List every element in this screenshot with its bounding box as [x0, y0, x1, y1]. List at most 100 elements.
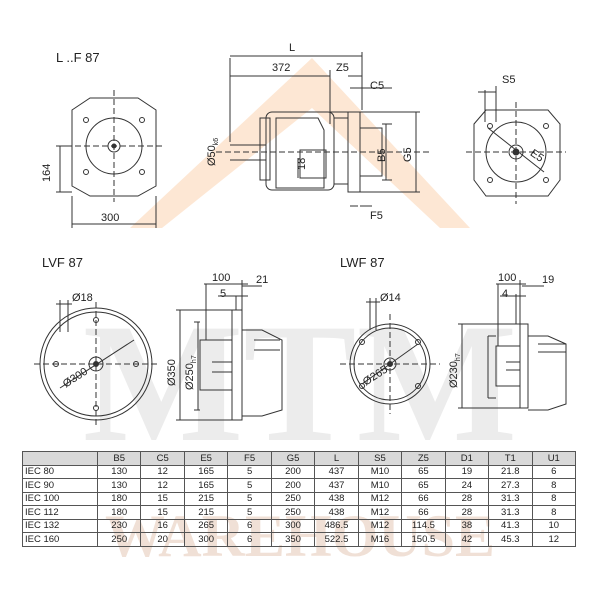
col-header: C5 [140, 451, 185, 466]
table-cell: 200 [270, 478, 316, 493]
table-cell: 15 [140, 505, 185, 520]
lvf87-dim-350: Ø350 [166, 359, 178, 386]
table-cell: 300 [183, 532, 229, 547]
table-cell: 38 [444, 518, 490, 533]
table-cell: 265 [183, 518, 229, 533]
table-cell: 15 [140, 491, 185, 506]
table-cell: 437 [314, 478, 359, 493]
lf87-dim-height: 164 [41, 163, 53, 182]
table-cell: 150.5 [401, 532, 446, 547]
table-cell: 28 [444, 505, 490, 520]
lf87-dim-G5: G5 [402, 147, 414, 162]
table-cell: 20 [140, 532, 185, 547]
col-header [22, 451, 98, 466]
table-cell: IEC 112 [22, 505, 98, 520]
table-cell: M12 [357, 518, 403, 533]
table-cell: 130 [96, 478, 142, 493]
table-cell: 215 [183, 491, 229, 506]
table-cell: 200 [270, 464, 316, 479]
table-cell: M12 [357, 505, 403, 520]
table-cell: 522.5 [314, 532, 359, 547]
table-cell: 6 [227, 532, 272, 547]
lvf87-dim-21: 21 [256, 274, 269, 286]
lf87-flange-view [466, 86, 566, 204]
table-cell: 45.3 [488, 532, 533, 547]
table-cell: 114.5 [401, 518, 446, 533]
lvf87-title: LVF 87 [42, 255, 83, 270]
table-cell: 230 [96, 518, 142, 533]
col-header: D1 [444, 451, 490, 466]
table-cell: 8 [531, 478, 577, 493]
lvf87-side-view [176, 280, 283, 421]
lf87-dim-S5: S5 [502, 74, 516, 86]
lf87-dim-shaft: Ø50k6 [206, 137, 221, 166]
table-cell: 438 [314, 491, 359, 506]
lf87-dim-width: 300 [101, 212, 120, 224]
lwf87-dim-230: Ø230h7 [448, 353, 463, 388]
table-cell: 5 [227, 464, 272, 479]
table-cell: 27.3 [488, 478, 533, 493]
table-header-row: B5 C5 E5 F5 G5 L S5 Z5 D1 T1 U1 [22, 451, 577, 466]
lwf87-dim-19: 19 [542, 274, 555, 286]
lvf87-dim-5: 5 [220, 288, 227, 300]
table-cell: M10 [357, 478, 403, 493]
table-cell: 165 [183, 464, 229, 479]
table-cell: 12 [531, 532, 577, 547]
lf87-front-view [56, 90, 162, 228]
table-cell: IEC 90 [22, 478, 98, 493]
table-cell: 130 [96, 464, 142, 479]
table-cell: 438 [314, 505, 359, 520]
table-cell: 5 [227, 478, 272, 493]
table-cell: 10 [531, 518, 577, 533]
lf87-dim-372: 372 [272, 62, 291, 74]
lf87-dim-Z5: Z5 [336, 62, 349, 74]
table-row: IEC 100 180 15 215 5 250 438 M12 66 28 3… [22, 491, 577, 506]
col-header: T1 [488, 451, 533, 466]
table-cell: 215 [183, 505, 229, 520]
table-cell: 6 [531, 464, 577, 479]
table-cell: 250 [96, 532, 142, 547]
col-header: L [314, 451, 359, 466]
lwf87-side-view [458, 280, 567, 411]
lf87-dim-F5: F5 [370, 210, 383, 222]
table-cell: 19 [444, 464, 490, 479]
lwf87-title: LWF 87 [340, 255, 385, 270]
table-row: IEC 160 250 20 300 6 350 522.5 M16 150.5… [22, 532, 577, 547]
col-header: G5 [270, 451, 316, 466]
table-cell: 65 [401, 478, 446, 493]
lf87-side-view [216, 52, 430, 207]
table-cell: M16 [357, 532, 403, 547]
table-row: IEC 132 230 16 265 6 300 486.5 M12 114.5… [22, 518, 577, 533]
table-cell: 8 [531, 505, 577, 520]
dimension-table: B5 C5 E5 F5 G5 L S5 Z5 D1 T1 U1 IEC 80 1… [22, 451, 577, 547]
col-header: S5 [357, 451, 403, 466]
table-cell: 31.3 [488, 491, 533, 506]
col-header: F5 [227, 451, 272, 466]
lwf87-dim-100: 100 [498, 272, 517, 284]
table-cell: 31.3 [488, 505, 533, 520]
table-cell: IEC 80 [22, 464, 98, 479]
table-row: IEC 112 180 15 215 5 250 438 M12 66 28 3… [22, 505, 577, 520]
table-cell: IEC 100 [22, 491, 98, 506]
lwf87-dim-4: 4 [502, 288, 509, 300]
table-cell: 350 [270, 532, 316, 547]
lvf87-dim-250: Ø250h7 [184, 355, 199, 390]
lvf87-dim-hole: Ø18 [72, 292, 93, 304]
table-cell: 42 [444, 532, 490, 547]
col-header: U1 [531, 451, 577, 466]
col-header: B5 [96, 451, 142, 466]
table-row: IEC 90 130 12 165 5 200 437 M10 65 24 27… [22, 478, 577, 493]
lwf87-dim-hole: Ø14 [380, 292, 401, 304]
lf87-dim-B5: B5 [376, 148, 388, 162]
table-cell: 300 [270, 518, 316, 533]
table-cell: 180 [96, 491, 142, 506]
table-cell: 250 [270, 491, 316, 506]
table-cell: 437 [314, 464, 359, 479]
table-cell: 12 [140, 478, 185, 493]
watermark-triangle [130, 58, 470, 228]
table-cell: 28 [444, 491, 490, 506]
table-cell: 6 [227, 518, 272, 533]
table-cell: 250 [270, 505, 316, 520]
lwf87-round-view [340, 298, 440, 414]
